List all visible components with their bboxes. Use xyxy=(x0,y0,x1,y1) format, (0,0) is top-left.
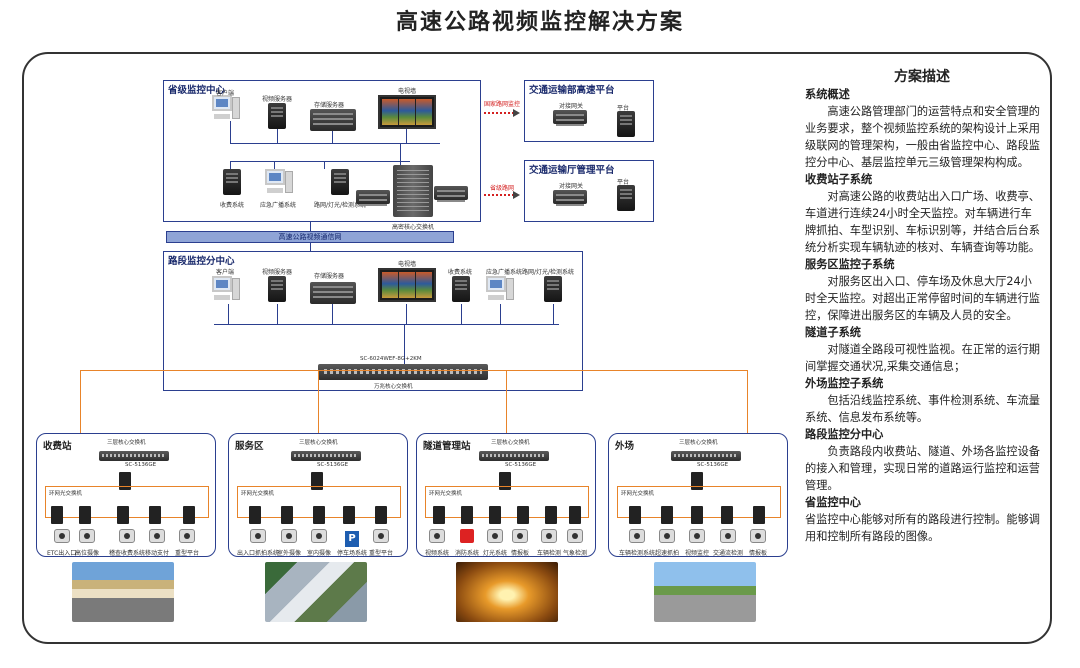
vehicle-detect-icon: 车辆检测 xyxy=(537,528,561,557)
province-center-title: 省级监控中心 xyxy=(168,85,226,96)
station-title: 服务区 xyxy=(235,441,264,452)
section-switch-model: SC-6024WEF-8G+2KM xyxy=(360,356,422,362)
fiber-ring xyxy=(80,370,748,434)
media-converter-icon xyxy=(119,472,131,494)
ring-switch-box xyxy=(425,486,589,518)
mobile-pay-icon: 移动支付 xyxy=(145,528,169,557)
media-converter-icon xyxy=(499,472,511,494)
client-pc-icon: 客户端 xyxy=(212,269,240,306)
section-heading: 服务区监控子系统 xyxy=(805,258,895,271)
gateway-server-icon: 对接网关 xyxy=(553,183,587,208)
section-body: 对服务区出入口、停车场及休息大厅24小时全天监控。对超出正常停留时间的车辆进行监… xyxy=(805,275,1040,322)
traffic-flow-icon: 交通流检测 xyxy=(713,528,743,557)
core-switch-icon xyxy=(671,446,741,465)
road-light-detect-icon: 路网/灯光/检测系统 xyxy=(314,169,366,209)
section-heading: 路段监控分中心 xyxy=(805,428,884,441)
station-title: 收费站 xyxy=(43,441,72,452)
page-title: 高速公路视频监控解决方案 xyxy=(395,10,684,35)
service-area-photo xyxy=(265,562,367,622)
storage-server-icon: 存储服务器 xyxy=(310,102,356,135)
video-server-icon: 视频服务器 xyxy=(262,269,292,306)
department-link-arrow xyxy=(484,191,520,199)
section-body: 包括沿线监控系统、事件检测系统、车流量系统、信息发布系统等。 xyxy=(805,394,1040,424)
core-switch-icon: 高密核心交换机 xyxy=(392,165,434,231)
toll-audit-icon: 稽查收费系统 xyxy=(109,528,145,557)
tunnel-photo xyxy=(456,562,558,622)
client-pc-icon: 客户端 xyxy=(212,90,240,125)
fire-system-icon: 消防系统 xyxy=(455,528,479,557)
section-heading: 系统概述 xyxy=(805,88,850,101)
core-switch-icon xyxy=(479,446,549,465)
station-service-area: 服务区 三层核心交换机 SC-5136GE 环网光交换机 出入口抓拍系统 室外摄… xyxy=(228,433,408,557)
station-field: 外场 三层核心交换机 SC-5136GE 环网光交换机 车辆检测系统 超速抓拍 … xyxy=(608,433,788,557)
section-heading: 收费站子系统 xyxy=(805,173,873,186)
core-switch-icon xyxy=(291,446,361,465)
section-heading: 外场监控子系统 xyxy=(805,377,884,390)
heavy-platform-icon: 重型平台 xyxy=(175,528,199,557)
ministry-link-arrow xyxy=(484,109,520,117)
section-heading: 隧道子系统 xyxy=(805,326,861,339)
field-road-photo xyxy=(654,562,756,622)
province-center-panel: 省级监控中心 客户端 视频服务器 存储服务器 电视墙 收费系统 应急广播系统 路… xyxy=(163,80,481,231)
section-body: 对隧道全路段可视性监视。在正常的运行期间掌握交通状况,采集交通信息； xyxy=(805,343,1040,373)
toll-system-icon: 收费系统 xyxy=(220,169,244,209)
video-monitor-icon: 视频监控 xyxy=(685,528,709,557)
light-system-icon: 灯光系统 xyxy=(483,528,507,557)
weather-detect-icon: 气象检测 xyxy=(563,528,587,557)
storage-rack-left-icon xyxy=(356,189,390,208)
storage-server-icon: 存储服务器 xyxy=(310,273,356,308)
heavy-platform-icon: 重型平台 xyxy=(369,528,393,557)
section-heading: 省监控中心 xyxy=(805,496,861,509)
station-tunnel: 隧道管理站 三层核心交换机 SC-5136GE 环网光交换机 视频系统 消防系统… xyxy=(416,433,596,557)
section-switch-label: 万兆核心交换机 xyxy=(374,384,413,390)
platform-server-icon: 平台 xyxy=(617,179,635,215)
sidebar-description: 系统概述 高速公路管理部门的运营特点和安全管理的业务要求，整个视频监控系统的架构… xyxy=(805,86,1041,545)
video-system-icon: 视频系统 xyxy=(425,528,449,557)
station-title: 隧道管理站 xyxy=(423,441,471,452)
video-server-icon: 视频服务器 xyxy=(262,96,292,133)
info-board-icon: 情报板 xyxy=(511,528,529,557)
toll-station-photo xyxy=(72,562,174,622)
media-converter-icon xyxy=(311,472,323,494)
video-wall-icon: 电视墙 xyxy=(378,261,436,306)
vehicle-detect-icon: 车辆检测系统 xyxy=(619,528,655,557)
section-core-switch-icon xyxy=(318,364,488,384)
department-platform-panel: 交通运输厅管理平台 对接网关 平台 xyxy=(524,160,654,222)
media-converter-icon xyxy=(691,472,703,494)
station-title: 外场 xyxy=(615,441,635,452)
station-toll: 收费站 三层核心交换机 SC-5136GE 环网光交换机 ETC出入口 高位摄像… xyxy=(36,433,216,557)
info-board-icon: 情报板 xyxy=(749,528,767,557)
etc-entrance-icon: ETC出入口 xyxy=(47,528,76,557)
section-center-panel: 路段监控分中心 客户端 视频服务器 存储服务器 电视墙 收费系统 应急广播系统 … xyxy=(163,251,583,391)
section-body: 负责路段内收费站、隧道、外场各监控设备的接入和管理，实现日常的道路运行监控和运营… xyxy=(805,445,1040,492)
ministry-platform-panel: 交通运输部高速平台 对接网关 平台 xyxy=(524,80,654,142)
video-wall-icon: 电视墙 xyxy=(378,88,436,133)
ministry-link-label: 国家路网监控 xyxy=(484,101,521,108)
core-switch-icon xyxy=(99,446,169,465)
road-light-detect-icon: 路网/灯光/检测系统 xyxy=(522,269,574,306)
entrance-capture-icon: 出入口抓拍系统 xyxy=(237,528,279,557)
department-platform-title: 交通运输厅管理平台 xyxy=(529,165,615,176)
toll-system-icon: 收费系统 xyxy=(448,269,472,306)
outdoor-camera-icon: 室外摄像 xyxy=(277,528,301,557)
ministry-platform-title: 交通运输部高速平台 xyxy=(529,85,615,96)
storage-rack-right-icon xyxy=(434,185,468,204)
emergency-broadcast-icon: 应急广播系统 xyxy=(486,269,522,306)
section-body: 高速公路管理部门的运营特点和安全管理的业务要求，整个视频监控系统的架构设计上采用… xyxy=(805,105,1040,169)
high-camera-icon: 高位摄像 xyxy=(75,528,99,557)
platform-server-icon: 平台 xyxy=(617,105,635,141)
section-body: 省监控中心能够对所有的路段进行控制。能够调用和控制所有路段的图像。 xyxy=(805,513,1040,543)
speed-capture-icon: 超速抓拍 xyxy=(655,528,679,557)
department-link-label: 省级路网 xyxy=(490,185,515,192)
section-body: 对高速公路的收费站出入口广场、收费亭、车道进行连续24小时全天监控。对车辆进行车… xyxy=(805,190,1040,254)
gateway-server-icon: 对接网关 xyxy=(553,103,587,128)
sidebar-heading: 方案描述 xyxy=(894,69,950,85)
diagram-frame xyxy=(22,52,1052,644)
indoor-camera-icon: 室内摄像 xyxy=(307,528,331,557)
section-center-title: 路段监控分中心 xyxy=(168,256,235,267)
highway-network-bar: 高速公路视频通信网 xyxy=(166,231,454,243)
emergency-broadcast-icon: 应急广播系统 xyxy=(260,169,296,209)
